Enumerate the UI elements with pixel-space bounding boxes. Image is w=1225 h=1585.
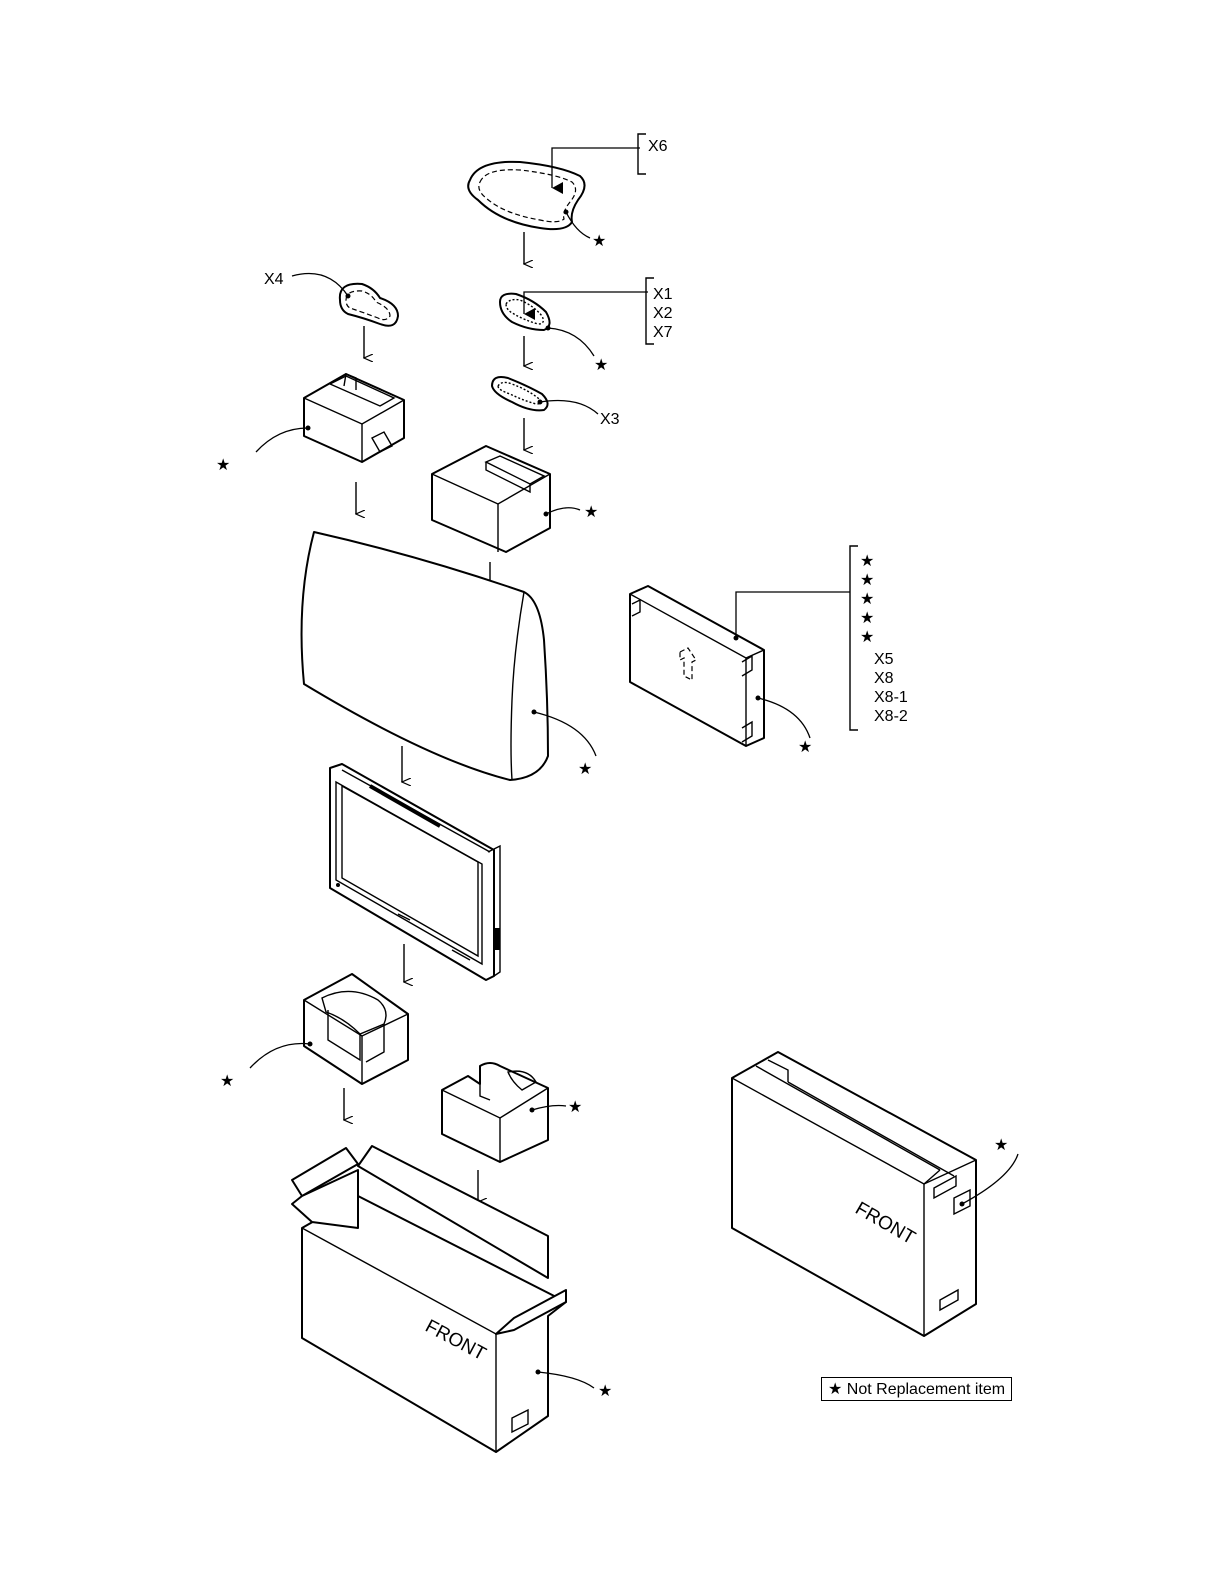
star-tray-1: ★ (860, 551, 874, 570)
star-tray-side: ★ (798, 737, 812, 756)
star-open-carton: ★ (598, 1381, 612, 1400)
star-bottom-right-cushion: ★ (568, 1097, 582, 1116)
star-tray-2: ★ (860, 570, 874, 589)
star-tray-5: ★ (860, 627, 874, 646)
star-right-cushion: ★ (584, 502, 598, 521)
label-x2: X2 (653, 305, 673, 322)
star-left-cushion: ★ (216, 455, 230, 474)
legend-not-replacement: ★ Not Replacement item (821, 1377, 1012, 1401)
protective-bag (302, 532, 548, 780)
label-x8-2: X8-2 (874, 708, 908, 725)
accessory-x1-x2-x7 (500, 294, 550, 330)
label-x1: X1 (653, 286, 673, 303)
tv-set (330, 764, 500, 980)
star-x6-bag: ★ (592, 231, 606, 250)
label-x4: X4 (264, 271, 284, 288)
remote-bag-x4 (340, 284, 398, 326)
accessory-bag-x6 (468, 162, 584, 229)
tray-leader (736, 592, 850, 638)
top-right-cushion (432, 446, 550, 552)
label-x6: X6 (648, 138, 668, 155)
star-x1-bag: ★ (594, 355, 608, 374)
legend-text: Not Replacement item (847, 1381, 1005, 1398)
label-x8-1: X8-1 (874, 689, 908, 706)
open-carton (292, 1146, 566, 1452)
tray-bracket (850, 546, 858, 730)
bottom-left-cushion (304, 974, 408, 1084)
label-x5: X5 (874, 651, 894, 668)
accessory-x3 (492, 377, 548, 410)
star-bottom-left-cushion: ★ (220, 1071, 234, 1090)
bottom-right-cushion (442, 1063, 548, 1162)
star-tray-3: ★ (860, 589, 874, 608)
label-x8: X8 (874, 670, 894, 687)
star-closed-carton: ★ (994, 1135, 1008, 1154)
label-x3: X3 (600, 411, 620, 428)
closed-carton (732, 1052, 976, 1336)
legend-star-icon: ★ (828, 1379, 842, 1398)
label-x7: X7 (653, 324, 673, 341)
star-bag: ★ (578, 759, 592, 778)
accessory-tray (630, 586, 764, 746)
top-left-cushion (304, 374, 404, 462)
x6-bracket (638, 134, 646, 174)
star-tray-4: ★ (860, 608, 874, 627)
